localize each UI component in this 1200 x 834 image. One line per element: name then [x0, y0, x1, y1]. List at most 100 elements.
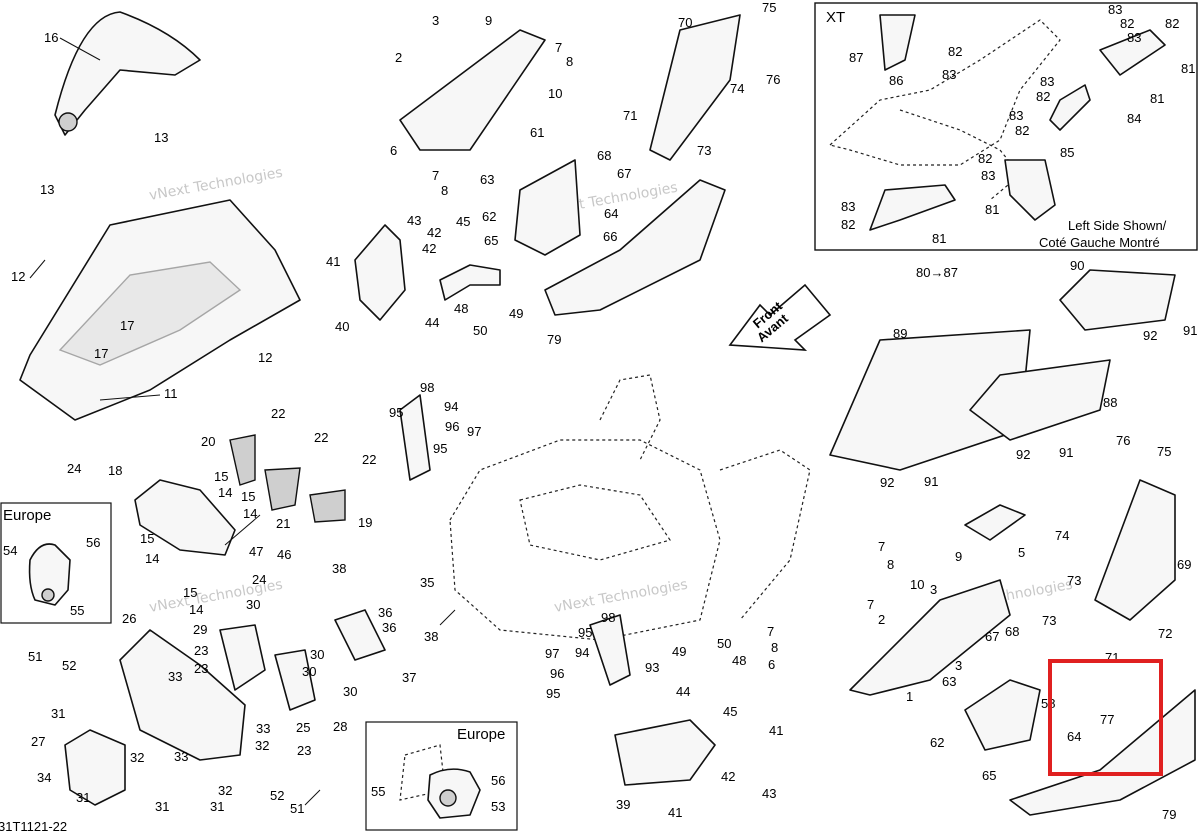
svg-text:73: 73: [697, 143, 711, 158]
xt-range-label: 80→87: [916, 265, 958, 280]
svg-text:24: 24: [67, 461, 81, 476]
part-79-lower: [1009, 689, 1196, 816]
svg-text:91: 91: [1183, 323, 1197, 338]
svg-text:62: 62: [482, 209, 496, 224]
svg-text:95: 95: [433, 441, 447, 456]
svg-text:7: 7: [867, 597, 874, 612]
svg-text:30: 30: [310, 647, 324, 662]
svg-text:82: 82: [1120, 16, 1134, 31]
part-28: [274, 649, 316, 711]
part-18: [134, 479, 236, 556]
svg-text:26: 26: [122, 611, 136, 626]
svg-text:31: 31: [51, 706, 65, 721]
leader-lines: [29, 37, 456, 806]
svg-text:7: 7: [878, 539, 885, 554]
svg-text:56: 56: [86, 535, 100, 550]
svg-text:49: 49: [672, 644, 686, 659]
svg-text:24: 24: [252, 572, 266, 587]
svg-text:69: 69: [1177, 557, 1191, 572]
part-93: [589, 614, 631, 686]
svg-text:41: 41: [326, 254, 340, 269]
part-29: [219, 624, 266, 691]
svg-text:28: 28: [333, 719, 347, 734]
svg-text:22: 22: [271, 406, 285, 421]
xt-inset-box: XT Left Side Shown/ Coté Gauche Montré: [814, 2, 1198, 251]
svg-text:83: 83: [841, 199, 855, 214]
svg-text:54: 54: [3, 543, 17, 558]
xt-caption-line2: Coté Gauche Montré: [1039, 235, 1160, 250]
svg-text:97: 97: [467, 424, 481, 439]
svg-text:90: 90: [1070, 258, 1084, 273]
svg-text:7: 7: [767, 624, 774, 639]
svg-text:96: 96: [550, 666, 564, 681]
svg-text:86: 86: [889, 73, 903, 88]
part-2: [399, 29, 546, 151]
part-16: [54, 11, 201, 136]
svg-text:91: 91: [1059, 445, 1073, 460]
svg-text:27: 27: [31, 734, 45, 749]
svg-text:83: 83: [1009, 108, 1023, 123]
svg-text:22: 22: [362, 452, 376, 467]
svg-text:82: 82: [841, 217, 855, 232]
svg-text:98: 98: [601, 610, 615, 625]
svg-text:25: 25: [296, 720, 310, 735]
svg-text:43: 43: [407, 213, 421, 228]
svg-text:1: 1: [906, 689, 913, 704]
part-58: [964, 679, 1041, 751]
svg-text:81: 81: [932, 231, 946, 246]
europe-title-bottom: Europe: [457, 726, 505, 743]
svg-text:8: 8: [771, 640, 778, 655]
svg-text:67: 67: [617, 166, 631, 181]
svg-text:32: 32: [255, 738, 269, 753]
part-69: [1094, 479, 1176, 621]
svg-text:94: 94: [444, 399, 458, 414]
svg-text:10: 10: [548, 86, 562, 101]
svg-text:67: 67: [985, 629, 999, 644]
svg-text:82: 82: [1036, 89, 1050, 104]
svg-text:35: 35: [420, 575, 434, 590]
svg-text:75: 75: [1157, 444, 1171, 459]
svg-text:36: 36: [378, 605, 392, 620]
svg-text:61: 61: [530, 125, 544, 140]
svg-text:81: 81: [985, 202, 999, 217]
part-70: [649, 14, 741, 161]
frame-outline: [449, 374, 811, 641]
svg-text:15: 15: [140, 531, 154, 546]
svg-text:8: 8: [887, 557, 894, 572]
part-37: [334, 609, 386, 661]
svg-text:79: 79: [1162, 807, 1176, 822]
svg-text:77: 77: [1100, 712, 1114, 727]
svg-text:76: 76: [1116, 433, 1130, 448]
svg-text:vNext Technologies: vNext Technologies: [553, 577, 689, 616]
svg-text:3: 3: [930, 582, 937, 597]
svg-text:55: 55: [70, 603, 84, 618]
europe-inset-left: Europe: [0, 502, 112, 624]
part-79: [544, 179, 726, 316]
svg-text:97: 97: [545, 646, 559, 661]
svg-text:71: 71: [623, 108, 637, 123]
svg-text:5: 5: [1018, 545, 1025, 560]
europe-title-left: Europe: [3, 507, 51, 524]
svg-text:85: 85: [1060, 145, 1074, 160]
svg-text:38: 38: [332, 561, 346, 576]
svg-text:40: 40: [335, 319, 349, 334]
part-95: [399, 394, 431, 481]
svg-text:65: 65: [982, 768, 996, 783]
svg-text:51: 51: [290, 801, 304, 816]
svg-text:15: 15: [241, 489, 255, 504]
svg-text:10: 10: [910, 577, 924, 592]
svg-text:82: 82: [1015, 123, 1029, 138]
svg-text:42: 42: [422, 241, 436, 256]
svg-text:14: 14: [243, 506, 257, 521]
svg-text:62: 62: [930, 735, 944, 750]
svg-text:74: 74: [730, 81, 744, 96]
svg-text:2: 2: [878, 612, 885, 627]
svg-text:63: 63: [942, 674, 956, 689]
callout-labels: 16 3 9 75 70 2 7 8 10 74 76 71 73 6 7 8 …: [3, 0, 1197, 822]
svg-text:vNext Technologies: vNext Technologies: [148, 165, 284, 204]
svg-text:15: 15: [214, 469, 228, 484]
svg-text:95: 95: [578, 625, 592, 640]
svg-text:42: 42: [721, 769, 735, 784]
svg-text:12: 12: [258, 350, 272, 365]
